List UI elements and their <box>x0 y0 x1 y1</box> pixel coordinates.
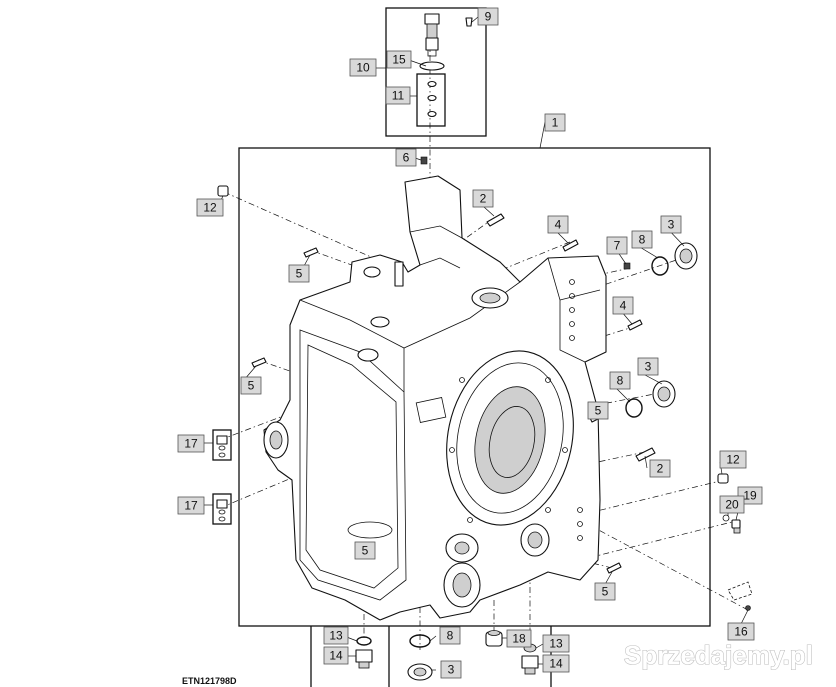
callout-label: 17 <box>184 499 198 513</box>
watermark-text: Sprzedajemy.pl <box>624 640 813 670</box>
callout-11: 11 <box>385 86 411 105</box>
callout-label: 3 <box>645 360 652 374</box>
callout-5-c: 5 <box>587 401 609 420</box>
callout-label: 2 <box>480 192 487 206</box>
callout-4-top: 4 <box>547 215 569 234</box>
callout-18: 18 <box>506 629 532 648</box>
callout-label: 3 <box>448 663 455 677</box>
callout-label: 5 <box>248 379 255 393</box>
cap-18 <box>485 630 503 647</box>
callout-label: 8 <box>447 629 454 643</box>
callout-label: 13 <box>329 629 343 643</box>
callout-3-top: 3 <box>660 215 682 234</box>
plug-kit-frame-upper <box>212 429 232 461</box>
watermark: Sprzedajemy.pl <box>623 639 813 670</box>
callout-3-mid: 3 <box>637 357 659 376</box>
callout-label: 11 <box>392 89 405 103</box>
callout-8-mid: 8 <box>609 371 631 390</box>
valve-assembly <box>419 13 445 118</box>
plug-6 <box>420 156 428 165</box>
callout-2-top: 2 <box>472 189 494 208</box>
callout-7: 7 <box>606 236 628 255</box>
callout-label: 4 <box>620 299 627 313</box>
callout-5-d: 5 <box>594 582 616 601</box>
o-rings-8 <box>409 256 669 648</box>
callout-label: 12 <box>203 201 217 215</box>
callout-label: 14 <box>329 649 343 663</box>
callout-14-left: 14 <box>323 646 349 665</box>
callout-label: 10 <box>356 61 370 75</box>
breather-19-20 <box>722 514 741 534</box>
callout-9: 9 <box>477 7 499 26</box>
callout-label: 6 <box>403 151 410 165</box>
callout-label: 8 <box>639 233 646 247</box>
callout-8-top: 8 <box>631 230 653 249</box>
callout-14-right: 14 <box>542 654 570 673</box>
callout-16: 16 <box>727 622 755 641</box>
callout-label: 5 <box>602 585 609 599</box>
callout-label: 17 <box>184 437 198 451</box>
callout-label: 13 <box>549 637 563 651</box>
callout-labels: 1 2 2 3 3 3 4 4 5 5 5 5 5 6 7 8 8 8 9 10… <box>177 7 763 679</box>
callout-3-bottom: 3 <box>440 660 462 679</box>
lower-frame-left <box>310 626 390 687</box>
plug-12-top <box>217 185 229 197</box>
callout-label: 16 <box>734 625 748 639</box>
callout-5-a: 5 <box>288 264 310 283</box>
callout-12-right: 12 <box>719 450 747 469</box>
plug-12-right <box>717 473 729 484</box>
seal-13-left <box>356 636 372 646</box>
plug-kit-17 <box>216 435 228 522</box>
callout-10: 10 <box>349 58 377 77</box>
callout-label: 18 <box>512 632 526 646</box>
callout-label: 20 <box>725 498 739 512</box>
callout-8-bottom: 8 <box>439 626 461 645</box>
small-screw-9 <box>465 17 473 27</box>
main-assembly-frame <box>238 147 711 627</box>
callout-label: 15 <box>392 53 406 67</box>
callout-label: 3 <box>668 218 675 232</box>
transmission-housing <box>263 175 607 621</box>
callout-label: 4 <box>555 218 562 232</box>
callout-15: 15 <box>386 50 412 69</box>
callout-label: 1 <box>552 116 559 130</box>
callout-label: 12 <box>726 453 740 467</box>
callout-2-right: 2 <box>649 459 671 478</box>
plug-14-right <box>521 655 539 675</box>
callout-13-right: 13 <box>542 634 570 653</box>
callout-5-b: 5 <box>240 376 262 395</box>
callout-label: 8 <box>617 374 624 388</box>
callout-label: 2 <box>657 462 664 476</box>
callout-label: 7 <box>614 239 621 253</box>
valve-seal-subframe <box>416 73 446 127</box>
callout-12-top: 12 <box>196 198 224 217</box>
figure-reference-code: ETN121798D <box>182 676 237 686</box>
callout-label: 19 <box>743 489 757 503</box>
plug-kit-frame-lower <box>212 493 232 525</box>
dipstick-guide-16 <box>727 581 753 611</box>
callout-6: 6 <box>395 148 417 167</box>
callout-label: 9 <box>485 10 492 24</box>
callout-13-left: 13 <box>323 626 349 645</box>
callout-label: 5 <box>362 544 369 558</box>
callout-1: 1 <box>544 113 566 132</box>
callout-label: 5 <box>595 404 602 418</box>
callout-17-lower: 17 <box>177 496 205 515</box>
callout-label: 5 <box>296 267 303 281</box>
plug-7 <box>623 262 631 270</box>
callout-4-right: 4 <box>612 296 634 315</box>
plug-14-left <box>355 649 373 669</box>
bearing-caps-3 <box>407 242 698 681</box>
callout-20: 20 <box>719 495 745 514</box>
callout-17-upper: 17 <box>177 434 205 453</box>
callout-label: 14 <box>549 657 563 671</box>
valve-assembly-frame <box>385 7 487 137</box>
callout-5-e: 5 <box>354 541 376 560</box>
